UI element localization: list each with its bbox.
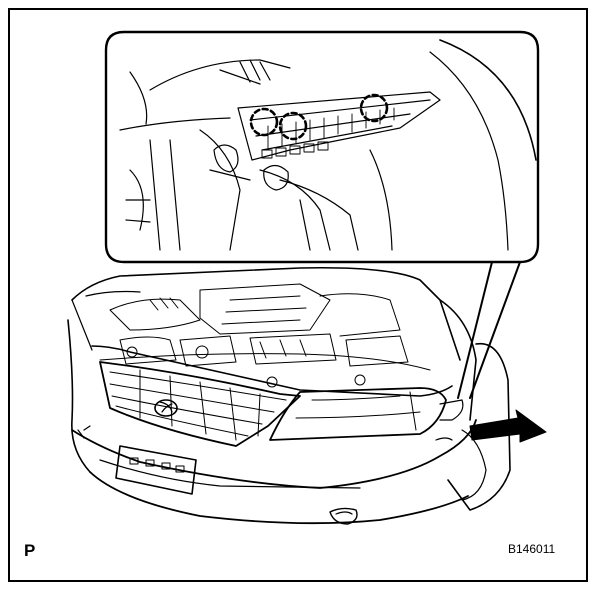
emblem	[154, 399, 178, 417]
figure-frame	[8, 8, 588, 582]
inset-fender-curve	[439, 39, 537, 161]
inset-headlamp-housing	[237, 91, 441, 161]
fog-lamp	[329, 507, 358, 525]
figure-code: B146011	[508, 542, 556, 556]
detail-inset	[104, 30, 540, 399]
vehicle-front	[67, 266, 511, 525]
arrow-right-icon	[469, 409, 547, 443]
grille	[99, 361, 301, 447]
engine-bay-outline	[71, 266, 461, 361]
view-label: P	[24, 541, 36, 560]
callout-leader	[457, 261, 521, 399]
license-plate	[115, 445, 197, 495]
headlamp	[269, 387, 447, 441]
clip-circle-icon	[249, 93, 389, 141]
